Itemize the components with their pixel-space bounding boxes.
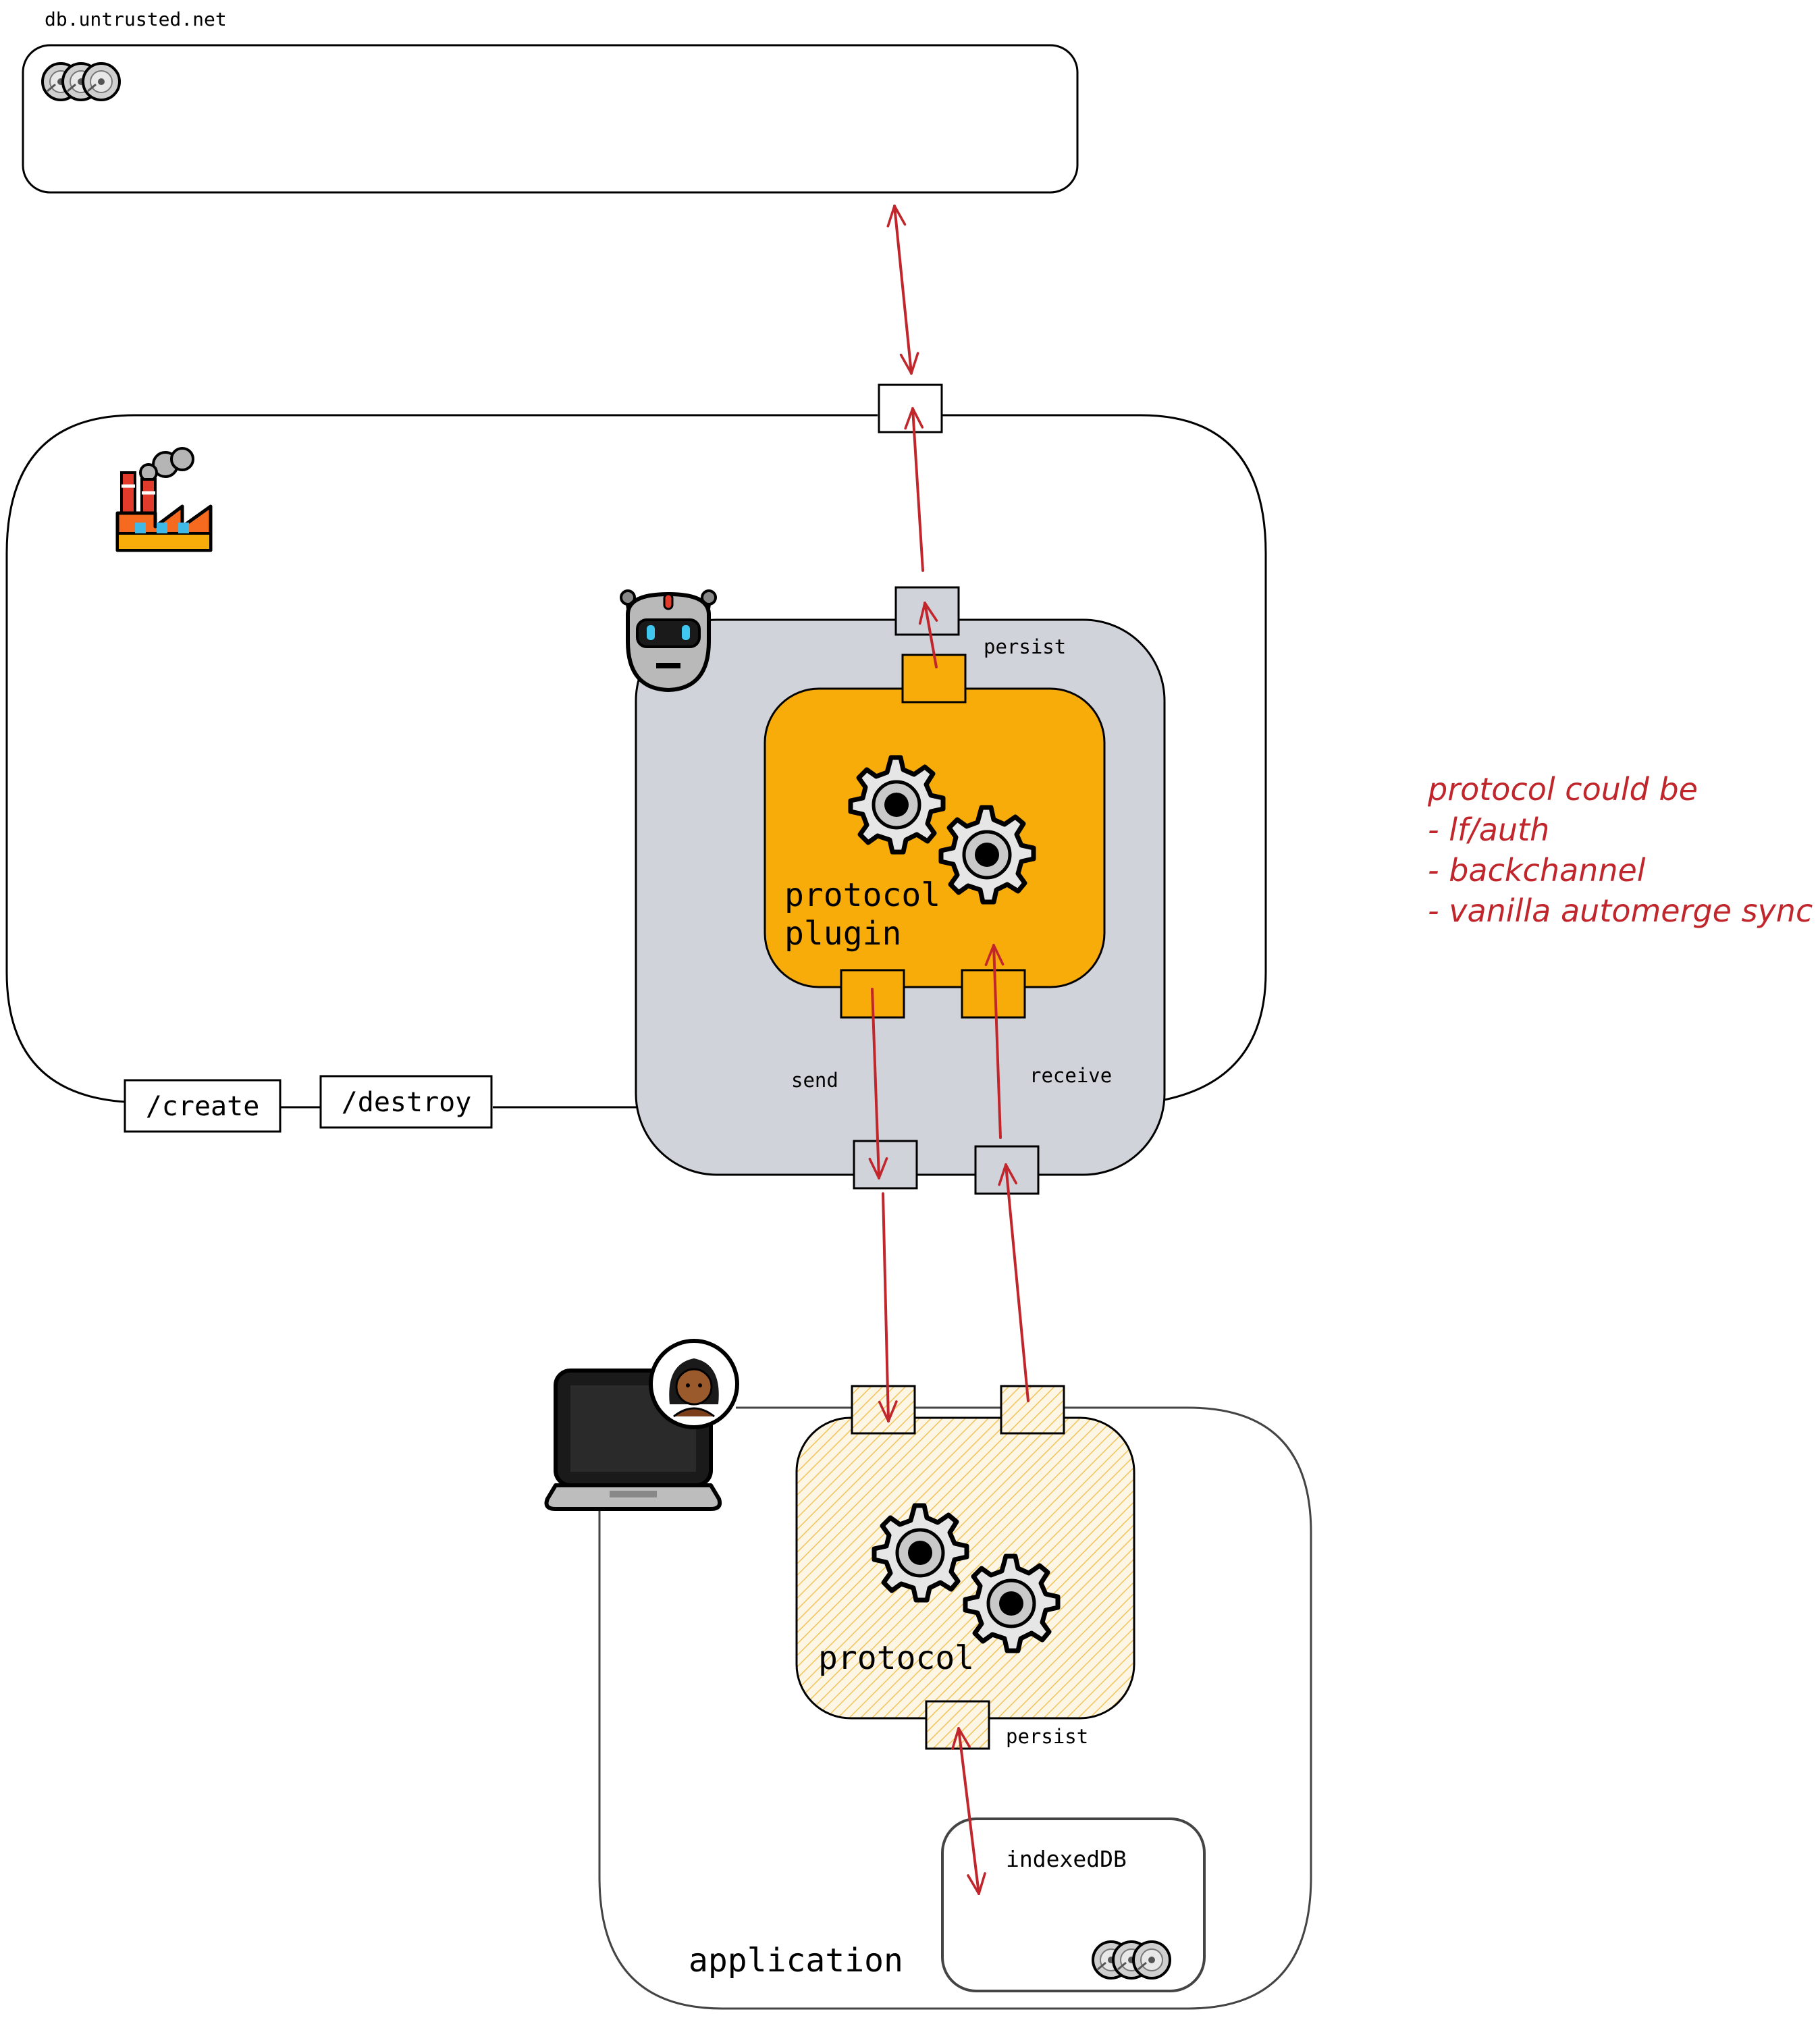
db-server-box: db.untrusted.net <box>22 8 1079 194</box>
protocol-out-port <box>1000 1385 1065 1435</box>
disk-stack-icon <box>41 62 121 101</box>
indexeddb-box: indexedDB <box>941 1817 1206 1992</box>
plugin-receive-port <box>961 969 1026 1019</box>
destroy-endpoint-button[interactable]: /destroy <box>319 1075 493 1129</box>
persist-label-bottom: persist <box>1006 1725 1088 1748</box>
destroy-label: /destroy <box>342 1087 472 1118</box>
arrow-plugin-send <box>868 988 888 1179</box>
protocol-box: protocol persist <box>795 1385 1135 1750</box>
send-label: send <box>791 1069 838 1092</box>
receive-label: receive <box>1029 1064 1112 1087</box>
application-container: application protocol <box>544 1339 1312 2010</box>
arrows <box>868 205 1029 1895</box>
server-container: /create /destroy <box>5 383 1267 1133</box>
factory-icon <box>115 447 213 552</box>
woman-avatar-icon <box>649 1339 739 1429</box>
protocol-label: protocol <box>818 1639 974 1677</box>
send-port-outer <box>853 1140 918 1190</box>
protocol-persist-port <box>925 1700 990 1750</box>
plugin-label-line1: protocol <box>784 876 940 914</box>
disk-stack-icon <box>1092 1940 1171 1980</box>
create-label: /create <box>146 1091 260 1122</box>
arrow-persist-indexeddb <box>951 1727 986 1895</box>
db-host-label: db.untrusted.net <box>45 8 227 30</box>
protocol-plugin-box: protocol plugin <box>764 654 1106 1019</box>
protocol-note: protocol could be - lf/auth - backchanne… <box>1427 771 1813 929</box>
application-label: application <box>689 1942 903 1980</box>
robot-icon <box>620 589 717 693</box>
server-top-port <box>878 383 943 433</box>
arrow-persist-out <box>904 407 924 572</box>
note-line-3: - backchannel <box>1428 852 1646 888</box>
arrow-plugin-persist <box>918 602 938 668</box>
plugin-persist-port <box>901 654 967 703</box>
arrow-send-to-client <box>878 1192 898 1423</box>
plugin-host-container: persist send receive protocol <box>620 586 1166 1195</box>
create-endpoint-button[interactable]: /create <box>124 1079 282 1133</box>
note-line-2: - lf/auth <box>1428 812 1549 848</box>
arrow-client-to-receive <box>998 1163 1029 1402</box>
note-line-1: protocol could be <box>1427 771 1698 807</box>
note-line-4: - vanilla automerge sync <box>1428 893 1813 929</box>
plugin-label-line2: plugin <box>784 915 901 953</box>
protocol-in-port <box>851 1385 916 1435</box>
arrow-plugin-receive <box>984 944 1005 1139</box>
indexeddb-label: indexedDB <box>1006 1846 1127 1872</box>
arrow-db-sync <box>886 205 919 375</box>
persist-label-top: persist <box>984 635 1066 658</box>
